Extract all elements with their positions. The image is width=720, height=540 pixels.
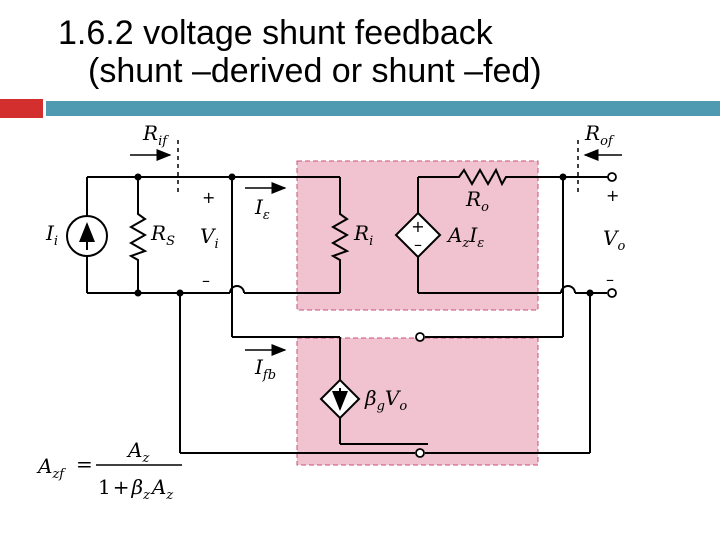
- resistor-ro: [455, 167, 509, 187]
- title-line-1: 1.6.2 voltage shunt feedback: [58, 14, 493, 52]
- formula-lhs: Azf: [36, 454, 66, 482]
- formula-numerator: Az: [126, 438, 149, 466]
- resistor-rs: [128, 210, 148, 262]
- dependent-voltage-source: + –: [394, 211, 442, 259]
- wires: [86, 176, 612, 454]
- label-vi: Vi: [200, 224, 219, 252]
- slide-title: 1.6.2 voltage shunt feedback (shunt –der…: [58, 14, 542, 90]
- measurement-lines: [177, 140, 579, 195]
- label-rif: Rif: [142, 121, 169, 149]
- label-bgvo: βgVo: [364, 386, 407, 414]
- title-line-2: (shunt –derived or shunt –fed): [88, 52, 542, 90]
- accent-bar-red: [0, 99, 43, 118]
- resistors: [128, 167, 509, 262]
- label-ifb: Ifb: [254, 355, 276, 383]
- dependent-current-source: [319, 378, 361, 420]
- vo-minus: –: [606, 270, 614, 289]
- vi-minus: –: [202, 271, 210, 290]
- vi-plus: +: [202, 188, 215, 207]
- label-ii: Ii: [45, 221, 58, 249]
- accent-bar-teal: [46, 101, 720, 116]
- vo-plus: +: [606, 186, 619, 205]
- label-rof: Rof: [584, 121, 615, 149]
- label-rs: RS: [150, 221, 175, 249]
- terminals: [415, 172, 617, 458]
- current-source-ii: [66, 215, 108, 257]
- label-ro: Ro: [465, 187, 489, 215]
- label-ri: Ri: [353, 221, 373, 249]
- label-vo: Vo: [603, 226, 625, 254]
- formula-equals: =: [76, 452, 93, 476]
- source-minus: –: [414, 235, 422, 254]
- junction-dots: [134, 173, 594, 297]
- resistor-ri: [330, 210, 350, 262]
- label-azie: AzIε: [446, 223, 484, 251]
- source-plus: +: [411, 217, 424, 236]
- label-ie: Iε: [254, 195, 270, 223]
